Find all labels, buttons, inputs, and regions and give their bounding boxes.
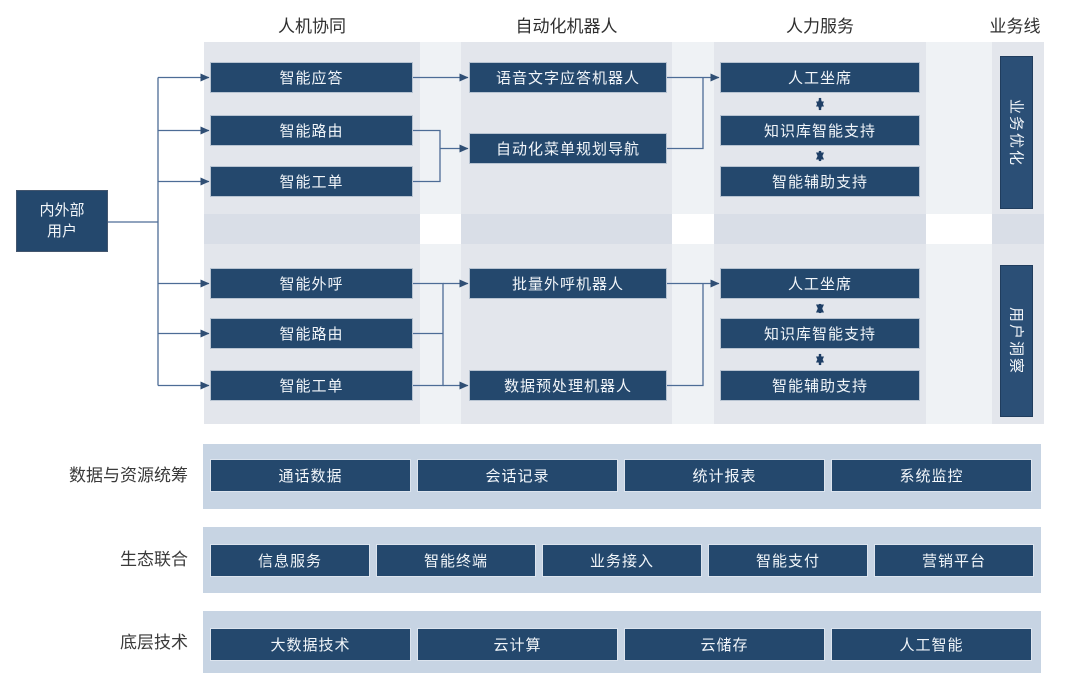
node-call-data: 通话数据 — [210, 459, 411, 492]
node-internal-external-users: 内外部 用户 — [16, 190, 108, 252]
node-smart-outbound: 智能外呼 — [210, 268, 413, 299]
layer-label-ecosystem: 生态联合 — [120, 550, 188, 569]
node-smart-ticket-top: 智能工单 — [210, 166, 413, 197]
node-smart-assist-support-bottom: 智能辅助支持 — [720, 370, 920, 401]
node-ai: 人工智能 — [831, 628, 1032, 661]
node-manual-agent-bottom: 人工坐席 — [720, 268, 920, 299]
column-strip-mid-band — [992, 214, 1044, 244]
layer-label-data-resources: 数据与资源统筹 — [69, 466, 188, 485]
filler — [672, 244, 714, 424]
node-manual-agent-top: 人工坐席 — [720, 62, 920, 93]
node-knowledge-base-support-top: 知识库智能支持 — [720, 115, 920, 146]
column-strip-mid-band — [461, 214, 672, 244]
node-voice-text-answer-bot: 语音文字应答机器人 — [469, 62, 667, 93]
entry-line2: 用户 — [46, 223, 77, 240]
column-header-robots: 自动化机器人 — [515, 17, 618, 36]
node-smart-assist-support-top: 智能辅助支持 — [720, 166, 920, 197]
layer-label-base-tech: 底层技术 — [120, 633, 188, 652]
filler — [926, 244, 992, 424]
node-session-records: 会话记录 — [417, 459, 618, 492]
node-smart-answer: 智能应答 — [210, 62, 413, 93]
node-data-preprocess-bot: 数据预处理机器人 — [469, 370, 667, 401]
column-header-business-line: 业务线 — [989, 17, 1041, 36]
user-insight-label: 用户洞察 — [1007, 306, 1024, 376]
node-smart-payment: 智能支付 — [708, 544, 868, 577]
node-marketing-platform: 营销平台 — [874, 544, 1034, 577]
column-header-human-machine: 人机协同 — [278, 17, 346, 36]
node-business-access: 业务接入 — [542, 544, 702, 577]
filler — [926, 42, 992, 214]
column-header-human-service: 人力服务 — [786, 17, 854, 36]
node-business-optimization: 业务优化 — [1000, 56, 1033, 209]
node-smart-terminal: 智能终端 — [376, 544, 536, 577]
node-user-insight: 用户洞察 — [1000, 265, 1033, 417]
column-strip-mid-band — [714, 214, 926, 244]
filler — [420, 42, 461, 214]
node-smart-routing-bottom: 智能路由 — [210, 318, 413, 349]
business-optimization-label: 业务优化 — [1007, 98, 1024, 167]
node-cloud-storage: 云储存 — [624, 628, 825, 661]
node-smart-ticket-bottom: 智能工单 — [210, 370, 413, 401]
node-big-data-tech: 大数据技术 — [210, 628, 411, 661]
node-batch-outbound-bot: 批量外呼机器人 — [469, 268, 667, 299]
entry-line1: 内外部 — [39, 202, 85, 219]
node-auto-menu-navigation: 自动化菜单规划导航 — [469, 133, 667, 164]
column-strip-mid-band — [204, 214, 420, 244]
node-cloud-computing: 云计算 — [417, 628, 618, 661]
node-stats-reports: 统计报表 — [624, 459, 825, 492]
node-info-service: 信息服务 — [210, 544, 370, 577]
node-system-monitor: 系统监控 — [831, 459, 1032, 492]
node-smart-routing-top: 智能路由 — [210, 115, 413, 146]
filler — [672, 42, 714, 214]
node-knowledge-base-support-bottom: 知识库智能支持 — [720, 318, 920, 349]
